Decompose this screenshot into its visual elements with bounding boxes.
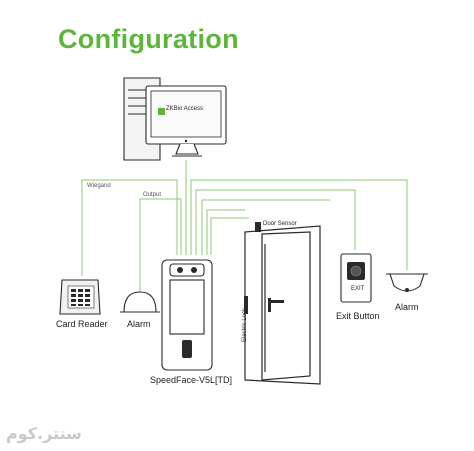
- page-title: Configuration: [58, 24, 239, 54]
- keypad-keys: [71, 289, 90, 306]
- speedface-terminal: [161, 259, 213, 371]
- wire-lock-b: [210, 217, 249, 255]
- door-leaf: [261, 231, 311, 381]
- monitor-stand: [175, 143, 199, 155]
- wire-output: [139, 198, 182, 292]
- wire-exit-button: [195, 189, 356, 255]
- wire-door-sensor: [201, 199, 330, 255]
- alarm-siren-label: Alarm: [127, 319, 151, 329]
- watermark: ستتر.كوم: [6, 424, 82, 443]
- door: [244, 222, 321, 385]
- exit-button-label: Exit Button: [336, 311, 380, 321]
- exit-sign-label: EXIT: [351, 286, 365, 292]
- electric-lock: [244, 296, 248, 314]
- alarm-strobe: [386, 273, 428, 292]
- alarm-strobe-label: Alarm: [395, 302, 419, 312]
- wire-wiegand: [81, 179, 178, 276]
- output-label: Output: [143, 192, 162, 198]
- exit-button: [340, 253, 372, 303]
- terminal-camera-bar: [169, 263, 205, 277]
- wire-lock-a: [206, 209, 245, 255]
- wiegand-label: Wiegand: [87, 183, 111, 189]
- card-reader: [59, 279, 101, 315]
- card-reader-label: Card Reader: [56, 319, 108, 329]
- wiring: [81, 160, 408, 292]
- door-sensor-label: Door Sensor: [263, 221, 297, 227]
- wire-alarm-strobe: [190, 179, 408, 270]
- zkbio-logo: [158, 108, 165, 115]
- electric-lock-label: Electric Lock: [242, 307, 248, 342]
- terminal-label: SpeedFace-V5L[TD]: [150, 375, 233, 385]
- pc-workstation: [123, 77, 227, 161]
- software-brand-label: ZKBio Access: [166, 106, 204, 112]
- door-handle: [268, 300, 284, 303]
- terminal-screen: [169, 279, 205, 335]
- alarm-siren: [120, 291, 160, 313]
- door-sensor: [255, 222, 261, 232]
- fingerprint-sensor: [182, 340, 192, 358]
